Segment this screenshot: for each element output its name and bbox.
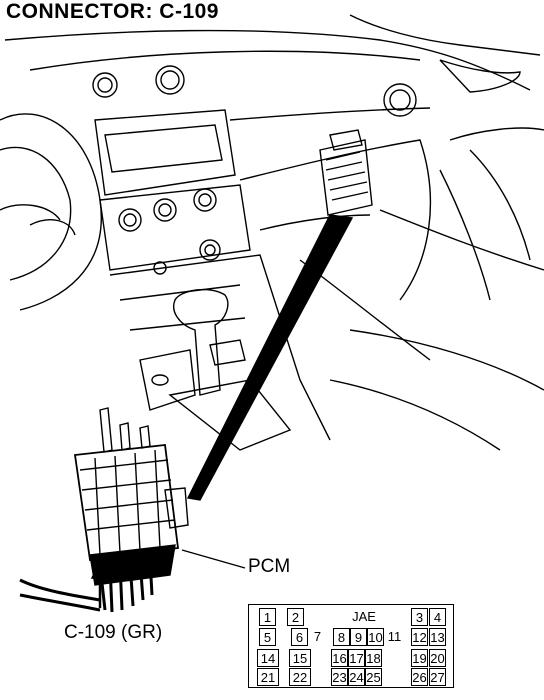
diagram-title: CONNECTOR: C-109 xyxy=(6,0,219,23)
pin-5: 5 xyxy=(259,628,276,646)
pin-21: 21 xyxy=(257,668,279,686)
pin-7: 7 xyxy=(313,629,322,644)
pin-25: 25 xyxy=(365,668,382,686)
pinout-diagram: JAE 1 2 3 4 5 6 7 8 9 10 11 12 13 14 15 … xyxy=(248,604,454,688)
pin-22: 22 xyxy=(289,668,311,686)
pin-3: 3 xyxy=(411,608,428,626)
pin-24: 24 xyxy=(348,668,365,686)
pin-6: 6 xyxy=(291,628,308,646)
pin-13: 13 xyxy=(429,628,446,646)
pin-4: 4 xyxy=(429,608,446,626)
pin-27: 27 xyxy=(429,668,446,686)
pin-17: 17 xyxy=(348,649,365,667)
pin-26: 26 xyxy=(411,668,428,686)
pin-10: 10 xyxy=(367,628,384,646)
pcm-label: PCM xyxy=(248,556,291,577)
pinout-key-label: JAE xyxy=(352,609,376,624)
pin-9: 9 xyxy=(350,628,367,646)
pin-11: 11 xyxy=(387,629,402,644)
connector-label: C-109 (GR) xyxy=(64,622,163,643)
pin-15: 15 xyxy=(289,649,311,667)
pin-19: 19 xyxy=(411,649,428,667)
pin-16: 16 xyxy=(331,649,348,667)
pin-14: 14 xyxy=(257,649,279,667)
pin-1: 1 xyxy=(259,608,276,626)
pin-23: 23 xyxy=(331,668,348,686)
pin-8: 8 xyxy=(333,628,350,646)
pin-2: 2 xyxy=(287,608,304,626)
pin-12: 12 xyxy=(411,628,428,646)
pin-18: 18 xyxy=(365,649,382,667)
pin-20: 20 xyxy=(429,649,446,667)
